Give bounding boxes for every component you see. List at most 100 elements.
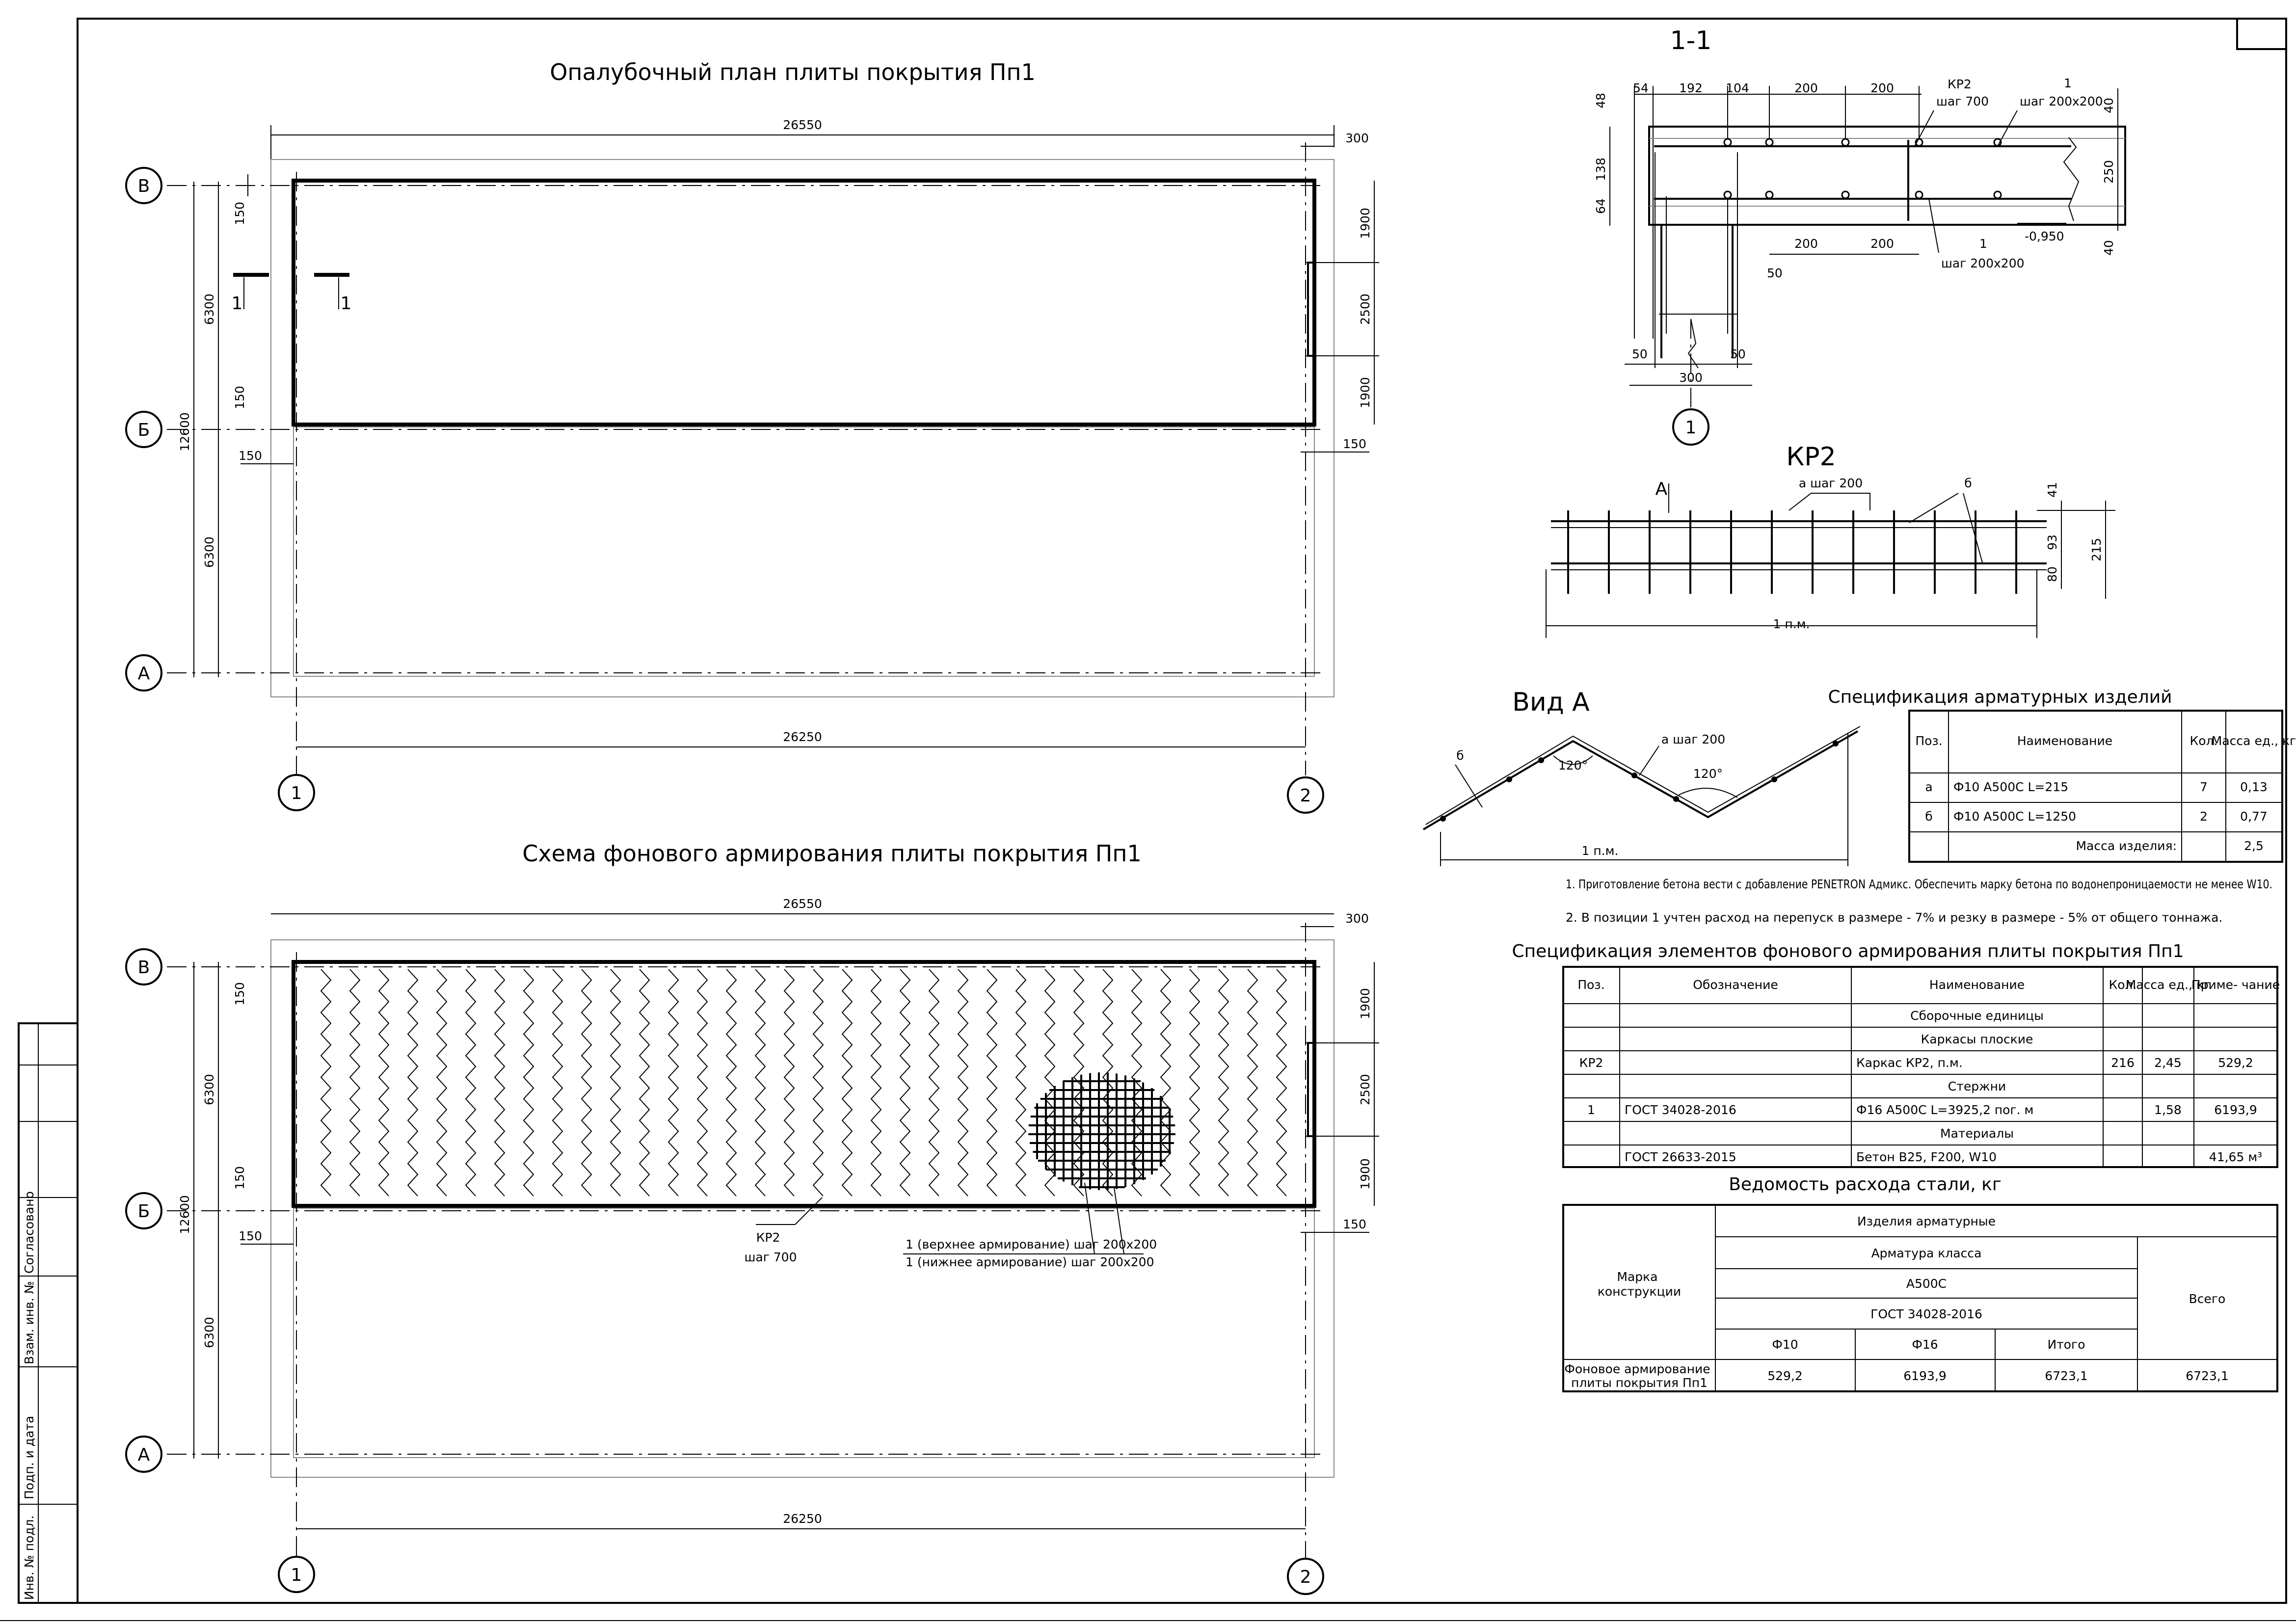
steel-row-f16: 6193,9: [1903, 1369, 1946, 1383]
kr2-zigzag: [696, 969, 708, 1197]
spec-items-h1: Наименование: [2017, 734, 2112, 748]
plan2-axis-A: А: [138, 1445, 150, 1465]
mesh-detail: [1028, 1072, 1175, 1190]
sec-elev: -0,950: [2025, 229, 2064, 243]
sec-pos1-bot: 1: [1979, 237, 1987, 251]
kr2-zigzag: [1189, 969, 1201, 1197]
plan2-title: Схема фонового армирования плиты покрыти…: [522, 840, 1141, 867]
viewa-length: 1 п.м.: [1582, 844, 1619, 858]
spec-items-r1c3: 0,77: [2240, 809, 2268, 824]
kr2-zigzag: [320, 969, 332, 1197]
sec-d200b: 200: [1870, 81, 1894, 95]
sec-d50c: 50: [1730, 347, 1746, 361]
viewa-title: Вид А: [1512, 688, 1590, 717]
view-a-bar: [1771, 776, 1777, 782]
plan2-kr2-label: КР2: [756, 1230, 780, 1245]
spec-el-h2: Наименование: [1929, 978, 2025, 992]
section-bar-bottom: [1723, 190, 1732, 199]
plan1-dim-26550: 26550: [783, 118, 822, 132]
steel-title: Ведомость расхода стали, кг: [1729, 1174, 2002, 1195]
spec-el-group3: Стержни: [1948, 1079, 2006, 1093]
plan2-bay-upper: [292, 960, 1316, 1208]
side-stamp: Согласовано Взам. инв. № Подп. и дата Ин…: [18, 1022, 79, 1604]
kr2-zigzag: [581, 969, 592, 1197]
spec-el-r1-5: 6193,9: [2214, 1103, 2257, 1117]
spec-items-mass-label: Масса изделия:: [2076, 839, 2177, 853]
steel-f10: Ф10: [1772, 1337, 1798, 1352]
steel-products: Изделия арматурные: [1857, 1214, 1996, 1228]
spec-items-r1c0: б: [1925, 809, 1932, 824]
steel-row-name: Фоновое армирование плиты покрытия Пп1: [1564, 1362, 1714, 1390]
spec-items-h0: Поз.: [1915, 734, 1942, 748]
spec-el-h1: Обозначение: [1693, 978, 1778, 992]
plan2-dim-150b: 150: [233, 1166, 247, 1190]
spec-items-title: Спецификация арматурных изделий: [1828, 687, 2172, 707]
spec-el-kr2-2: Каркас КР2, п.м.: [1856, 1056, 1963, 1070]
kr2-zigzag: [378, 969, 390, 1197]
sec-d50b: 50: [1632, 347, 1648, 361]
kr2-zigzag: [841, 969, 853, 1197]
view-a-bar: [1631, 772, 1637, 778]
kr2-zigzag: [1160, 969, 1172, 1197]
steel-mark: Марка конструкции: [1598, 1270, 1681, 1299]
plan2-dim-6300b: 6300: [202, 1317, 216, 1348]
reinforcement-plan: Схема фонового армирования плиты покрыти…: [125, 840, 1379, 1595]
plan2-slab-outline: [270, 939, 1335, 1478]
kr2-zigzag: [783, 969, 795, 1197]
plan2-dim-300: 300: [1345, 911, 1369, 926]
spec-el-r1-4: 1,58: [2154, 1103, 2182, 1117]
spec-el-title: Спецификация элементов фонового армирова…: [1512, 941, 2184, 961]
kr2-zigzag: [870, 969, 882, 1197]
stamp-inv: Инв. № подл.: [22, 1516, 36, 1600]
spec-el-h3: Кол.: [2109, 978, 2137, 992]
plan1-dim-6300a: 6300: [202, 293, 216, 325]
section-bar-top: [1765, 138, 1774, 147]
stamp-vzam: Взам. инв. №: [22, 1281, 36, 1364]
spec-el-r1-0: 1: [1587, 1103, 1595, 1117]
sec-d192: 192: [1679, 81, 1703, 95]
plan1-axis-A: А: [138, 664, 150, 684]
kr2-zigzag: [1073, 969, 1085, 1197]
spec-items-table: Спецификация арматурных изделий Поз. Наи…: [1828, 687, 2296, 863]
steel-f16: Ф16: [1912, 1337, 1938, 1352]
kr2-b: б: [1964, 476, 1972, 490]
spec-el-kr2-5: 529,2: [2218, 1056, 2253, 1070]
kr2-zigzag: [1015, 969, 1027, 1197]
plan1-dim-12600: 12600: [178, 412, 192, 452]
spec-items-r1c1: Ф10 А500С L=1250: [1953, 809, 2076, 824]
spec-el-h4: Масса ед., кг: [2126, 978, 2210, 992]
kr2-zigzag: [610, 969, 621, 1197]
kr2-zigzag: [494, 969, 506, 1197]
plan2-dim-150a: 150: [233, 982, 247, 1006]
plan1-axis-2: 2: [1300, 786, 1311, 806]
plan1-title: Опалубочный план плиты покрытия Пп1: [550, 59, 1036, 85]
sheet-frame: [77, 18, 2287, 1604]
plan1-dim-150b: 150: [233, 386, 247, 409]
kr2-zigzag: [1131, 969, 1143, 1197]
plan2-axis-B: Б: [138, 1201, 150, 1222]
kr2-zigzag: [957, 969, 969, 1197]
plan2-leader-top: 1 (верхнее армирование) шаг 200х200: [906, 1237, 1157, 1251]
kr2-frames: [320, 969, 1287, 1197]
spec-el-group2: Каркасы плоские: [1921, 1032, 2033, 1046]
plan1-slab-outline: [270, 159, 1335, 697]
kr2-zigzag: [928, 969, 940, 1197]
viewa-b: б: [1456, 748, 1464, 763]
sec-d250: 250: [2102, 160, 2116, 184]
kr2-zigzag: [899, 969, 911, 1197]
steel-row-total: 6723,1: [2186, 1369, 2228, 1383]
kr2-zigzag: [523, 969, 534, 1197]
plan1-dim-26250: 26250: [783, 730, 822, 744]
steel-class: Арматура класса: [1871, 1246, 1982, 1260]
spec-items-h2: Кол.: [2190, 734, 2218, 748]
spec-el-group4: Материалы: [1940, 1126, 2014, 1141]
plan1-dim-150d: 150: [1343, 437, 1366, 451]
kr2-zigzag: [407, 969, 419, 1197]
spec-el-mat-1: ГОСТ 26633-2015: [1625, 1150, 1736, 1164]
sec-step-top: шаг 200х200: [2020, 94, 2103, 108]
sec-d200a: 200: [1794, 81, 1818, 95]
view-a-bar: [1673, 796, 1679, 802]
section-title: 1-1: [1670, 26, 1712, 55]
formwork-plan: Опалубочный план плиты покрытия Пп1 2655…: [125, 59, 1379, 814]
spec-el-r1-2: Ф16 А500С L=3925,2 пог. м: [1856, 1103, 2033, 1117]
